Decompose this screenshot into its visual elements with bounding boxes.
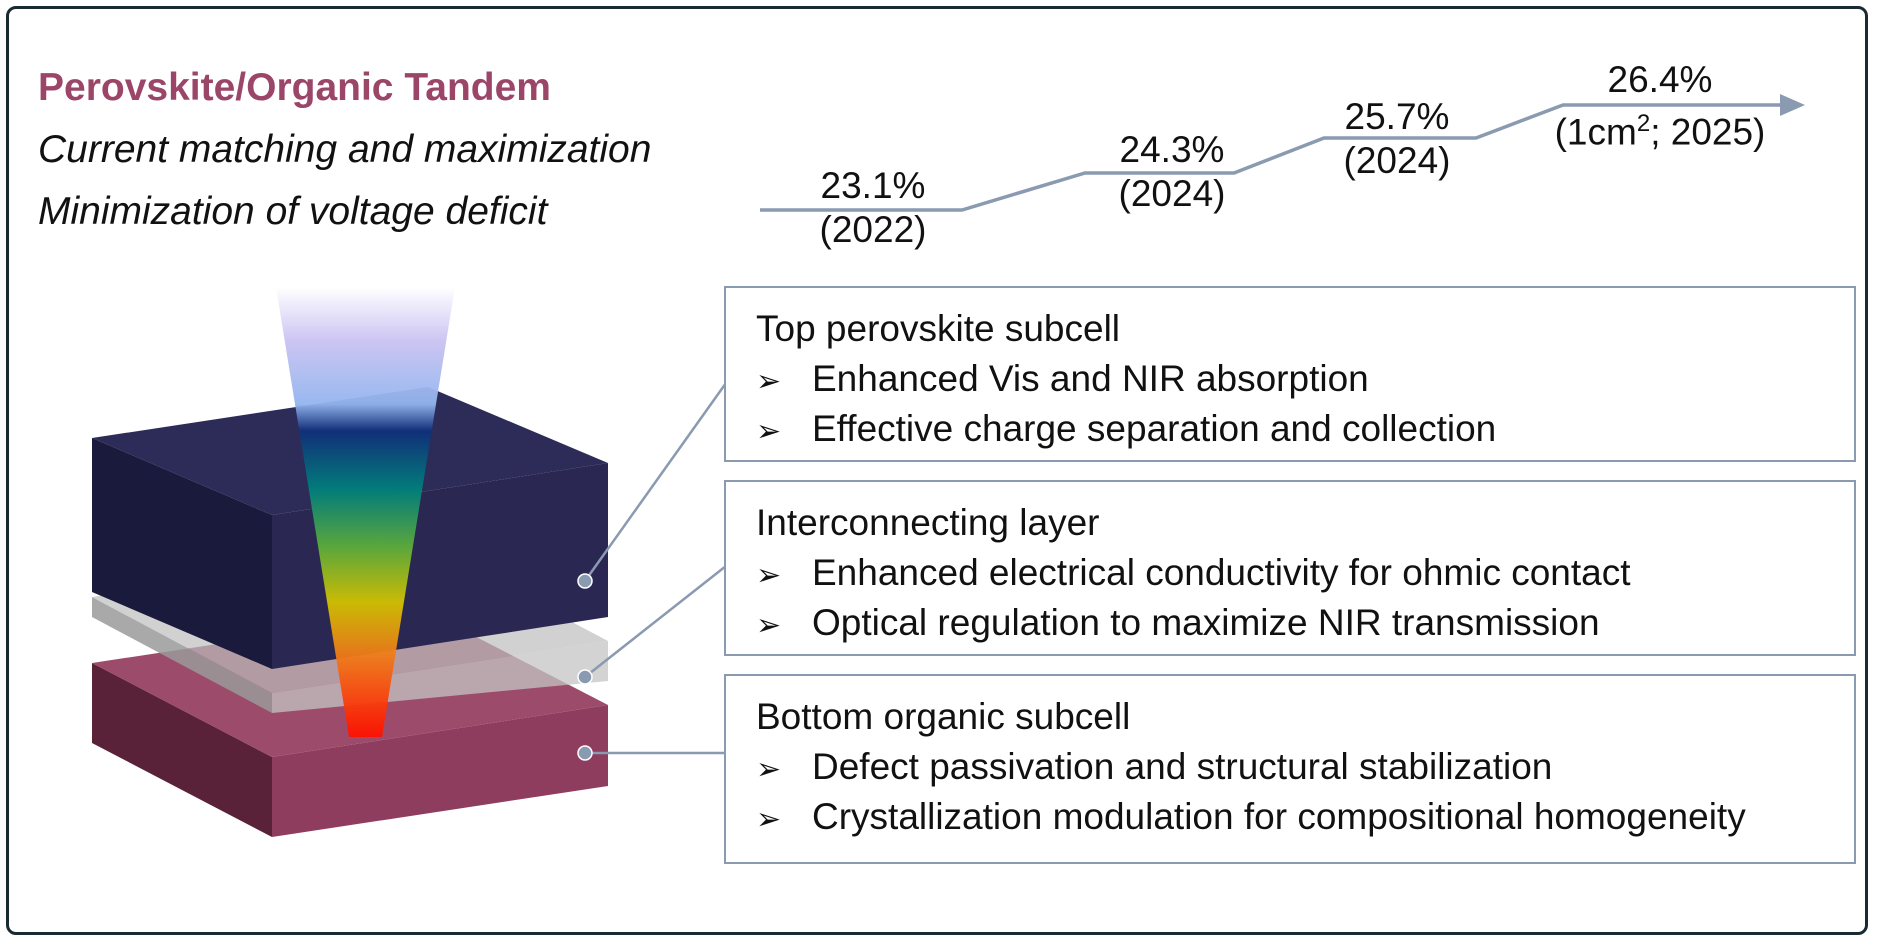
subtitle-voltage-deficit: Minimization of voltage deficit: [38, 190, 548, 233]
bullet-arrow-icon: ➢: [756, 803, 782, 836]
efficiency-year: (1cm2; 2025): [1554, 110, 1766, 153]
efficiency-value: 24.3%: [1119, 129, 1225, 170]
efficiency-value: 23.1%: [820, 165, 926, 206]
efficiency-2025: 26.4% (1cm2; 2025): [1540, 58, 1780, 154]
bullet-item: ➢Crystallization modulation for composit…: [756, 796, 1746, 837]
connector-dot-perovskite: [577, 573, 593, 589]
figure-frame: [6, 6, 1868, 935]
efficiency-2022: 23.1% (2022): [788, 164, 958, 252]
connector-dot-interconnect: [577, 669, 593, 685]
box-top-perovskite-subcell: Top perovskite subcell ➢Enhanced Vis and…: [724, 286, 1856, 462]
box-title: Top perovskite subcell: [756, 308, 1121, 349]
box-interconnecting-layer: Interconnecting layer ➢Enhanced electric…: [724, 480, 1856, 656]
layer-connectors: [577, 382, 728, 761]
efficiency-year: (2022): [819, 209, 927, 250]
box-bottom-organic-subcell: Bottom organic subcell ➢Defect passivati…: [724, 674, 1856, 864]
efficiency-timeline-line: [760, 94, 1805, 212]
subtitle-current-matching: Current matching and maximization: [38, 128, 652, 171]
box-title: Bottom organic subcell: [756, 696, 1131, 737]
bullet-item: ➢Effective charge separation and collect…: [756, 408, 1497, 449]
efficiency-year: (2024): [1118, 173, 1226, 214]
diagram-title: Perovskite/Organic Tandem: [38, 66, 551, 109]
efficiency-value: 26.4%: [1607, 59, 1713, 100]
bullet-item: ➢Enhanced Vis and NIR absorption: [756, 358, 1369, 399]
efficiency-year: (2024): [1343, 140, 1451, 181]
efficiency-value: 25.7%: [1344, 96, 1450, 137]
bullet-arrow-icon: ➢: [756, 753, 782, 786]
bullet-arrow-icon: ➢: [756, 559, 782, 592]
bullet-item: ➢Optical regulation to maximize NIR tran…: [756, 602, 1600, 643]
bullet-item: ➢Enhanced electrical conductivity for oh…: [756, 552, 1631, 593]
box-title: Interconnecting layer: [756, 502, 1100, 543]
bullet-arrow-icon: ➢: [756, 415, 782, 448]
bullet-item: ➢Defect passivation and structural stabi…: [756, 746, 1553, 787]
efficiency-2024-b: 25.7% (2024): [1312, 95, 1482, 183]
timeline-arrowhead: [1780, 94, 1805, 116]
bullet-arrow-icon: ➢: [756, 609, 782, 642]
light-beam: [276, 287, 455, 737]
bullet-arrow-icon: ➢: [756, 365, 782, 398]
connector-dot-organic: [577, 745, 593, 761]
efficiency-2024-a: 24.3% (2024): [1087, 128, 1257, 216]
